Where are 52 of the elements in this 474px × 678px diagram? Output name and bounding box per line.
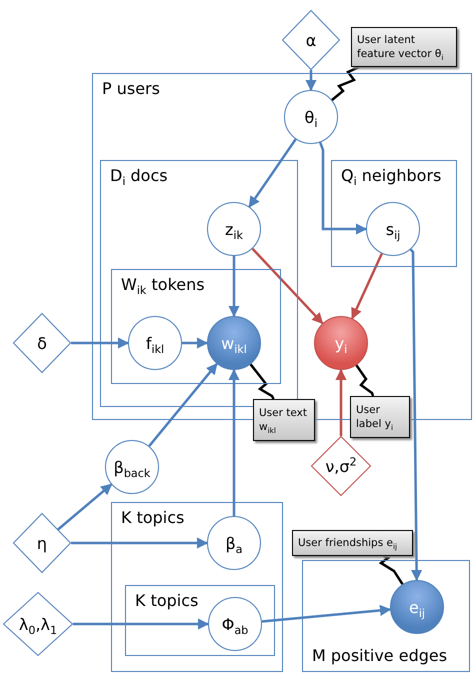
arrow (228, 256, 240, 318)
arrow (248, 138, 297, 208)
hyperparameter-diamond: ν,σ$^{2}$ (311, 436, 371, 496)
hyperparameter-diamond: λ$_{0}$,λ$_{1}$ (3, 592, 73, 656)
leader-line (250, 364, 275, 400)
plate-title: K topics (135, 591, 198, 610)
callout-box: User label y$_{i}$ (350, 396, 410, 438)
plate-box (125, 585, 275, 656)
plate-box (100, 160, 298, 407)
hyperparameter-diamond: δ (13, 313, 71, 373)
latent-variable-circle: z$_{ik}$ (207, 202, 261, 256)
observed-variable-circle: y$_{i}$ (314, 316, 368, 370)
plate-title: W$_{ik}$ tokens (121, 275, 205, 294)
arrow (351, 253, 383, 320)
arrow (305, 70, 317, 92)
callout-box: User friendships e$_{ij}$ (292, 530, 413, 556)
latent-variable-circle: s$_{ij}$ (366, 202, 420, 256)
arrow (73, 618, 210, 630)
plate-title: Q$_{i}$ neighbors (341, 166, 442, 186)
latent-variable-circle: β$_{a}$ (207, 516, 261, 570)
latent-variable-circle: f$_{ikl}$ (128, 316, 182, 370)
arrow (71, 337, 130, 349)
arrow (335, 368, 347, 436)
latent-variable-circle: Φ$_{ab}$ (208, 597, 262, 651)
arrow (262, 604, 392, 623)
leader-line (331, 66, 360, 101)
plate-box (111, 269, 281, 384)
plate-box (302, 560, 470, 672)
callout-box: User text w$_{ikl}$ (253, 399, 315, 441)
arrow (182, 337, 208, 349)
plate-title: K topics (121, 508, 184, 528)
callout-box: User latent feature vector θ$_{i}$ (351, 27, 457, 67)
hyperparameter-diamond: α (282, 10, 340, 70)
plate-title: P users (102, 79, 160, 98)
leader-line (355, 364, 374, 396)
arrow (148, 363, 218, 447)
observed-variable-circle: w$_{ikl}$ (207, 316, 261, 370)
arrow (228, 368, 240, 516)
leader-line (378, 554, 404, 585)
observed-variable-circle: e$_{ij}$ (390, 580, 444, 634)
plate-box (111, 502, 283, 672)
arrow (57, 483, 112, 530)
latent-variable-circle: β$_{back}$ (105, 440, 159, 494)
latent-variable-circle: θ$_{i}$ (284, 90, 338, 144)
plate-title: M positive edges (312, 646, 448, 665)
arrow (410, 248, 422, 582)
arrow (252, 248, 324, 324)
plate-box (331, 160, 457, 267)
plate-title: D$_{i}$ docs (110, 166, 168, 186)
arrow (319, 142, 368, 235)
arrow (71, 537, 208, 549)
hyperparameter-diamond: η (13, 513, 71, 573)
